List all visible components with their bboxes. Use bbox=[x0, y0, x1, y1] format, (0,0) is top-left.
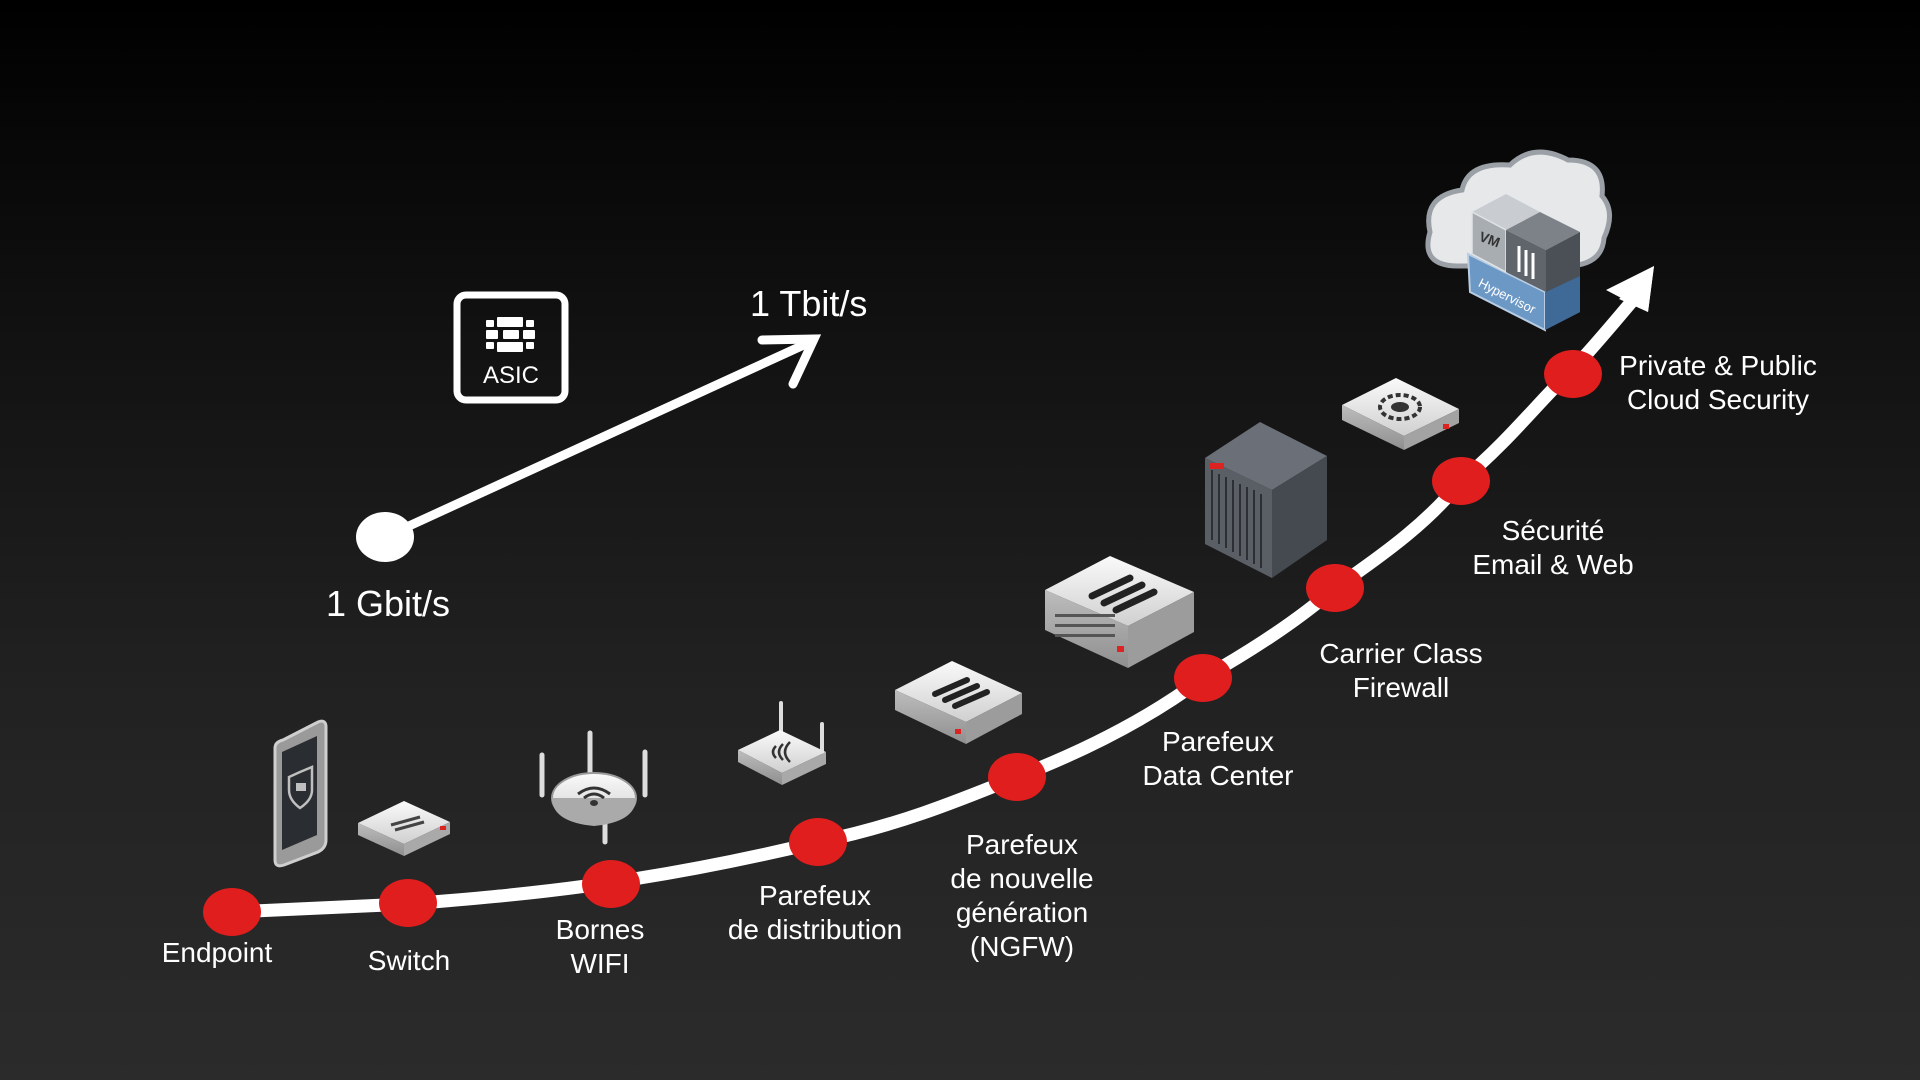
label-email-web: Sécurité Email & Web bbox=[1472, 515, 1634, 580]
smartphone-shield-icon bbox=[273, 719, 328, 868]
small-firewall-icon bbox=[738, 701, 826, 785]
vm-label: VM bbox=[1477, 228, 1502, 250]
node-datacenter bbox=[1174, 654, 1232, 702]
speed-start-label: 1 Gbit/s bbox=[326, 583, 451, 624]
label-wifi: Bornes WIFI bbox=[555, 914, 645, 979]
label-distribution-firewall: Parefeux de distribution bbox=[727, 880, 903, 945]
speed-arrow bbox=[356, 334, 822, 562]
node-switch bbox=[379, 879, 437, 927]
speed-end-label: 1 Tbit/s bbox=[750, 283, 868, 324]
network-switch-icon bbox=[358, 801, 450, 856]
label-cloud: Private & Public Cloud Security bbox=[1619, 350, 1817, 415]
label-carrier: Carrier Class Firewall bbox=[1319, 638, 1483, 703]
datacenter-firewall-icon bbox=[1045, 556, 1194, 668]
node-carrier bbox=[1306, 564, 1364, 612]
label-switch: Switch bbox=[367, 945, 451, 976]
wifi-access-point-icon bbox=[539, 730, 648, 845]
node-distribution-firewall bbox=[789, 818, 847, 866]
cloud-hypervisor-icon: Hypervisor VM bbox=[1425, 149, 1612, 332]
asic-label: ASIC bbox=[483, 362, 539, 389]
chassis-firewall-icon bbox=[1205, 422, 1327, 578]
node-wifi bbox=[582, 860, 640, 908]
node-email-web bbox=[1432, 457, 1490, 505]
speed-start-dot bbox=[356, 512, 414, 562]
gear-appliance-icon bbox=[1342, 378, 1459, 450]
label-endpoint: Endpoint bbox=[161, 937, 273, 968]
node-endpoint bbox=[203, 888, 261, 936]
asic-chip-icon: ASIC bbox=[453, 291, 569, 404]
label-ngfw: Parefeux de nouvelle génération (NGFW) bbox=[950, 829, 1094, 962]
rack-firewall-icon bbox=[895, 661, 1022, 744]
stage-nodes bbox=[203, 350, 1602, 936]
label-datacenter: Parefeux Data Center bbox=[1142, 726, 1294, 791]
node-cloud bbox=[1544, 350, 1602, 398]
node-ngfw bbox=[988, 753, 1046, 801]
